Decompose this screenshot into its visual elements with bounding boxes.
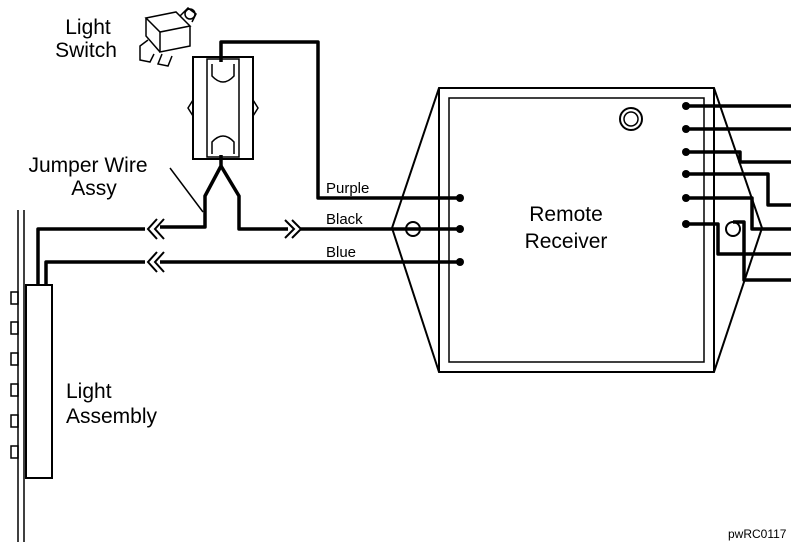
jumper-to-light: [36, 227, 145, 285]
light-switch-label-line2: Switch: [55, 39, 117, 62]
receiver-led: [619, 107, 643, 131]
switch-body: [187, 56, 259, 160]
blue-to-light: [44, 260, 145, 285]
purple-wire-label: Purple: [326, 180, 369, 197]
wires: [36, 40, 460, 285]
output-wires: [686, 104, 791, 282]
wire-connectors: [146, 218, 303, 273]
jumper-wire-branch: [219, 165, 288, 231]
jumper-wire-label-line1: Jumper Wire: [28, 154, 147, 177]
remote-receiver-label-line2: Receiver: [525, 230, 608, 253]
figure-code: pwRC0117: [728, 527, 787, 541]
mount-hole-left: [405, 221, 421, 237]
mount-hole-right: [725, 221, 741, 237]
light-assembly: [10, 210, 53, 542]
jumper-wire: [160, 155, 223, 229]
purple-wire: [219, 40, 460, 200]
jumper-wire-leader: [169, 167, 204, 213]
black-wire-label: Black: [326, 211, 363, 228]
light-assembly-label-line1: Light: [66, 380, 112, 403]
light-switch-icon: [139, 7, 197, 67]
light-assembly-label-line2: Assembly: [66, 405, 158, 428]
remote-receiver: [390, 87, 764, 373]
jumper-wire-label-line2: Assy: [71, 177, 117, 200]
light-switch-label-line1: Light: [65, 16, 111, 39]
blue-wire-label: Blue: [326, 244, 356, 261]
remote-receiver-label-line1: Remote: [529, 203, 603, 226]
